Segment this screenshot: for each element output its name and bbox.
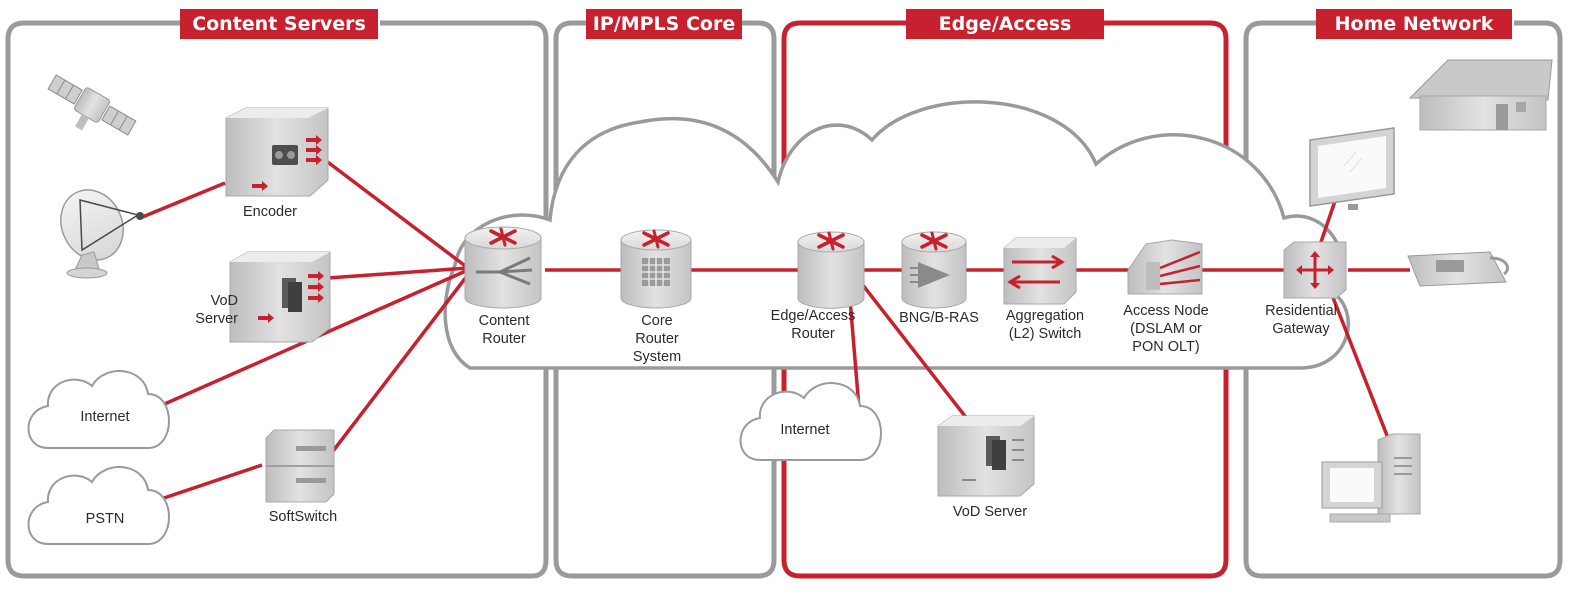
home-network-panel bbox=[1243, 20, 1563, 579]
satellite-dish-icon bbox=[60, 189, 144, 279]
softswitch-icon bbox=[265, 429, 335, 503]
label-internet-edge: Internet bbox=[780, 422, 830, 438]
encoder-icon bbox=[225, 107, 329, 197]
label-softswitch: SoftSwitch bbox=[268, 509, 338, 525]
router-icon bbox=[901, 231, 967, 309]
server-icon bbox=[937, 415, 1035, 497]
satellite-icon bbox=[47, 74, 137, 136]
label-vod-server-edge: VoD Server bbox=[952, 504, 1028, 520]
cloud-icon bbox=[739, 382, 882, 461]
computer-icon bbox=[1321, 433, 1421, 523]
label-edge-access-router: Edge/Access Router bbox=[770, 308, 856, 342]
region-header-edge-access: Edge/Access bbox=[906, 9, 1104, 39]
edge-access-panel bbox=[781, 20, 1229, 579]
region-header-ip-mpls-core: IP/MPLS Core bbox=[586, 9, 742, 39]
router-icon bbox=[797, 231, 865, 309]
label-encoder: Encoder bbox=[242, 204, 297, 220]
label-access-node: Access Node (DSLAM or PON OLT) bbox=[1123, 303, 1209, 355]
house-icon bbox=[1408, 59, 1553, 131]
cloud-icon bbox=[27, 466, 170, 545]
vod-server-left-icon bbox=[229, 251, 331, 343]
access-node-icon bbox=[1127, 239, 1203, 295]
ip-mpls-core-panel bbox=[553, 20, 777, 579]
router-icon bbox=[620, 229, 692, 309]
region-header-content-servers: Content Servers bbox=[180, 9, 378, 39]
label-content-router: Content Router bbox=[478, 313, 530, 347]
label-aggregation-switch: Aggregation (L2) Switch bbox=[1005, 308, 1085, 342]
tv-icon bbox=[1309, 127, 1395, 210]
label-core-router-system: Core Router System bbox=[632, 313, 682, 365]
router-icon bbox=[464, 226, 542, 309]
label-internet-left: Internet bbox=[80, 409, 130, 425]
phone-icon bbox=[1407, 251, 1509, 287]
region-header-home-network: Home Network bbox=[1316, 9, 1512, 39]
cloud-icon bbox=[27, 370, 170, 449]
switch-icon bbox=[1003, 237, 1077, 305]
label-residential-gateway: Residential Gateway bbox=[1265, 303, 1337, 337]
label-vod-server-left: VoD Server bbox=[195, 293, 238, 327]
label-pstn: PSTN bbox=[85, 511, 125, 527]
label-bng-bras: BNG/B-RAS bbox=[899, 310, 979, 326]
content-servers-panel bbox=[5, 20, 549, 579]
gateway-icon bbox=[1283, 241, 1347, 299]
